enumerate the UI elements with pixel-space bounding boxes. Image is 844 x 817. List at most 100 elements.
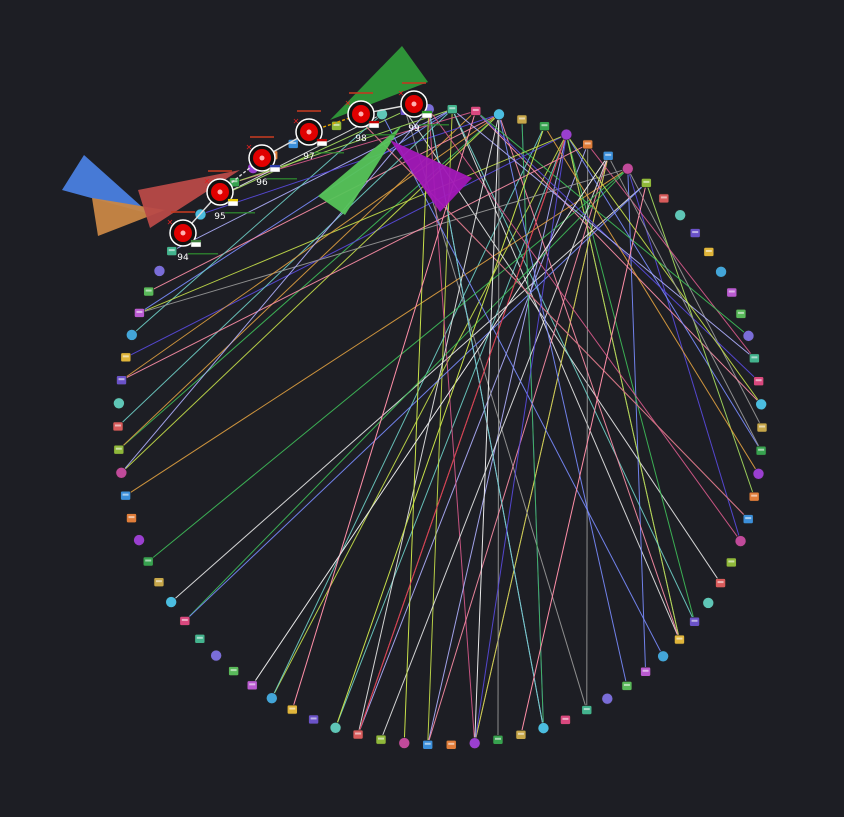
ring-node-icon[interactable] — [112, 421, 124, 432]
ring-node-icon[interactable] — [142, 556, 154, 567]
ring-node-icon[interactable] — [621, 162, 634, 175]
player-node-96[interactable]: ✕96 — [246, 136, 297, 188]
ring-node-icon[interactable] — [133, 534, 145, 546]
ring-node-icon[interactable] — [116, 375, 127, 385]
ring-node-icon[interactable] — [742, 514, 754, 524]
ring-node-icon[interactable] — [126, 513, 137, 523]
ring-node-icon[interactable] — [703, 247, 715, 257]
ring-node-icon[interactable] — [715, 266, 727, 278]
ring-node-icon[interactable] — [702, 597, 715, 609]
ring-node-icon[interactable] — [422, 739, 434, 750]
edge-line — [498, 114, 680, 640]
ring-node-icon[interactable] — [194, 634, 206, 644]
ring-node-icon[interactable] — [492, 735, 504, 745]
ring-node-icon[interactable] — [756, 422, 768, 433]
remove-icon[interactable]: ✕ — [246, 143, 253, 152]
ring-node-icon[interactable] — [537, 722, 550, 734]
ring-node-icon[interactable] — [755, 398, 767, 411]
ring-node-icon[interactable] — [329, 722, 342, 734]
ring-node-icon[interactable] — [752, 468, 765, 480]
ring-node-icon[interactable] — [516, 114, 528, 125]
ring-node-icon[interactable] — [165, 596, 177, 608]
ring-node-icon[interactable] — [735, 309, 747, 319]
ring-node-icon[interactable] — [446, 104, 458, 115]
ring-node-icon[interactable] — [602, 151, 614, 161]
ring-node-icon[interactable] — [375, 734, 387, 745]
ring-node-icon[interactable] — [601, 692, 614, 705]
ring-node-icon[interactable] — [445, 740, 457, 750]
ring-node-icon[interactable] — [657, 650, 669, 663]
edge-line — [521, 119, 544, 729]
ring-node-icon[interactable] — [246, 680, 258, 691]
ring-node-icon[interactable] — [674, 209, 686, 221]
ring-node-icon[interactable] — [674, 634, 685, 645]
ring-node-icon[interactable] — [742, 330, 755, 342]
ring-node-icon[interactable] — [582, 139, 593, 150]
ring-node-icon[interactable] — [560, 128, 573, 141]
ring-node-icon[interactable] — [166, 246, 178, 256]
ring-node-icon[interactable] — [560, 715, 571, 725]
ring-node-icon[interactable] — [331, 121, 342, 131]
edge-line — [335, 126, 545, 728]
ring-node-icon[interactable] — [179, 616, 191, 626]
edge-line — [403, 109, 430, 744]
player-node-99[interactable]: ✕99 — [398, 82, 449, 134]
ring-node-icon[interactable] — [468, 737, 481, 749]
ring-node-icon[interactable] — [493, 108, 505, 121]
edge-line — [587, 144, 755, 359]
ring-node-icon[interactable] — [120, 352, 132, 363]
ring-node-icon[interactable] — [640, 666, 651, 677]
ring-node-icon[interactable] — [113, 397, 125, 410]
ring-node-icon[interactable] — [134, 308, 145, 318]
edge-line — [120, 108, 430, 474]
ring-node-icon[interactable] — [726, 557, 737, 568]
ring-node-icon[interactable] — [153, 265, 166, 277]
ring-node-icon[interactable] — [287, 704, 298, 715]
ring-node-icon[interactable] — [120, 490, 131, 501]
ring-node-icon[interactable] — [658, 193, 670, 204]
edge-line — [427, 134, 567, 745]
edge-line — [117, 108, 453, 427]
ring-node-icon[interactable] — [753, 376, 764, 387]
ring-node-icon[interactable] — [748, 491, 760, 502]
ring-node-icon[interactable] — [228, 666, 239, 676]
ring-node-icon[interactable] — [266, 692, 278, 704]
remove-icon[interactable]: ✕ — [293, 117, 300, 126]
ring-node-icon[interactable] — [308, 714, 319, 725]
ring-node-icon[interactable] — [210, 649, 222, 662]
ring-node-icon[interactable] — [515, 729, 527, 740]
player-node-98[interactable]: ✕98 — [345, 92, 396, 144]
ring-node-icon[interactable] — [689, 228, 701, 238]
player-node-95[interactable]: ✕95 — [204, 170, 255, 222]
ring-node-icon[interactable] — [641, 178, 652, 188]
ring-node-icon[interactable] — [539, 121, 550, 131]
edge-line — [451, 109, 695, 622]
ring-node-icon[interactable] — [726, 287, 738, 298]
ring-node-icon[interactable] — [470, 106, 482, 116]
ring-node-icon[interactable] — [115, 466, 128, 479]
ring-node-icon[interactable] — [755, 445, 767, 456]
remove-icon[interactable]: ✕ — [204, 177, 211, 186]
ring-node-icon[interactable] — [376, 108, 388, 120]
ring-node-icon[interactable] — [715, 578, 726, 588]
ring-node-icon[interactable] — [734, 535, 747, 547]
ring-node-icon[interactable] — [352, 729, 364, 740]
ring-node-icon[interactable] — [113, 444, 125, 455]
ring-node-icon[interactable] — [143, 286, 154, 297]
remove-icon[interactable]: ✕ — [345, 99, 352, 108]
ring-node-icon[interactable] — [153, 577, 165, 587]
remove-icon[interactable]: ✕ — [167, 218, 174, 227]
player-node-94[interactable]: ✕94 — [167, 211, 218, 263]
ring-node-icon[interactable] — [581, 705, 593, 715]
ring-node-icon[interactable] — [621, 681, 633, 691]
remove-icon[interactable]: ✕ — [398, 89, 405, 98]
edge-line — [475, 110, 749, 337]
ring-node-icon[interactable] — [398, 737, 411, 749]
ring-node-icon[interactable] — [749, 353, 760, 364]
player-node-97[interactable]: ✕97 — [293, 110, 344, 162]
ring-node-icon[interactable] — [689, 616, 700, 627]
edge-line — [475, 110, 759, 382]
ring-node-icon[interactable] — [126, 329, 138, 341]
